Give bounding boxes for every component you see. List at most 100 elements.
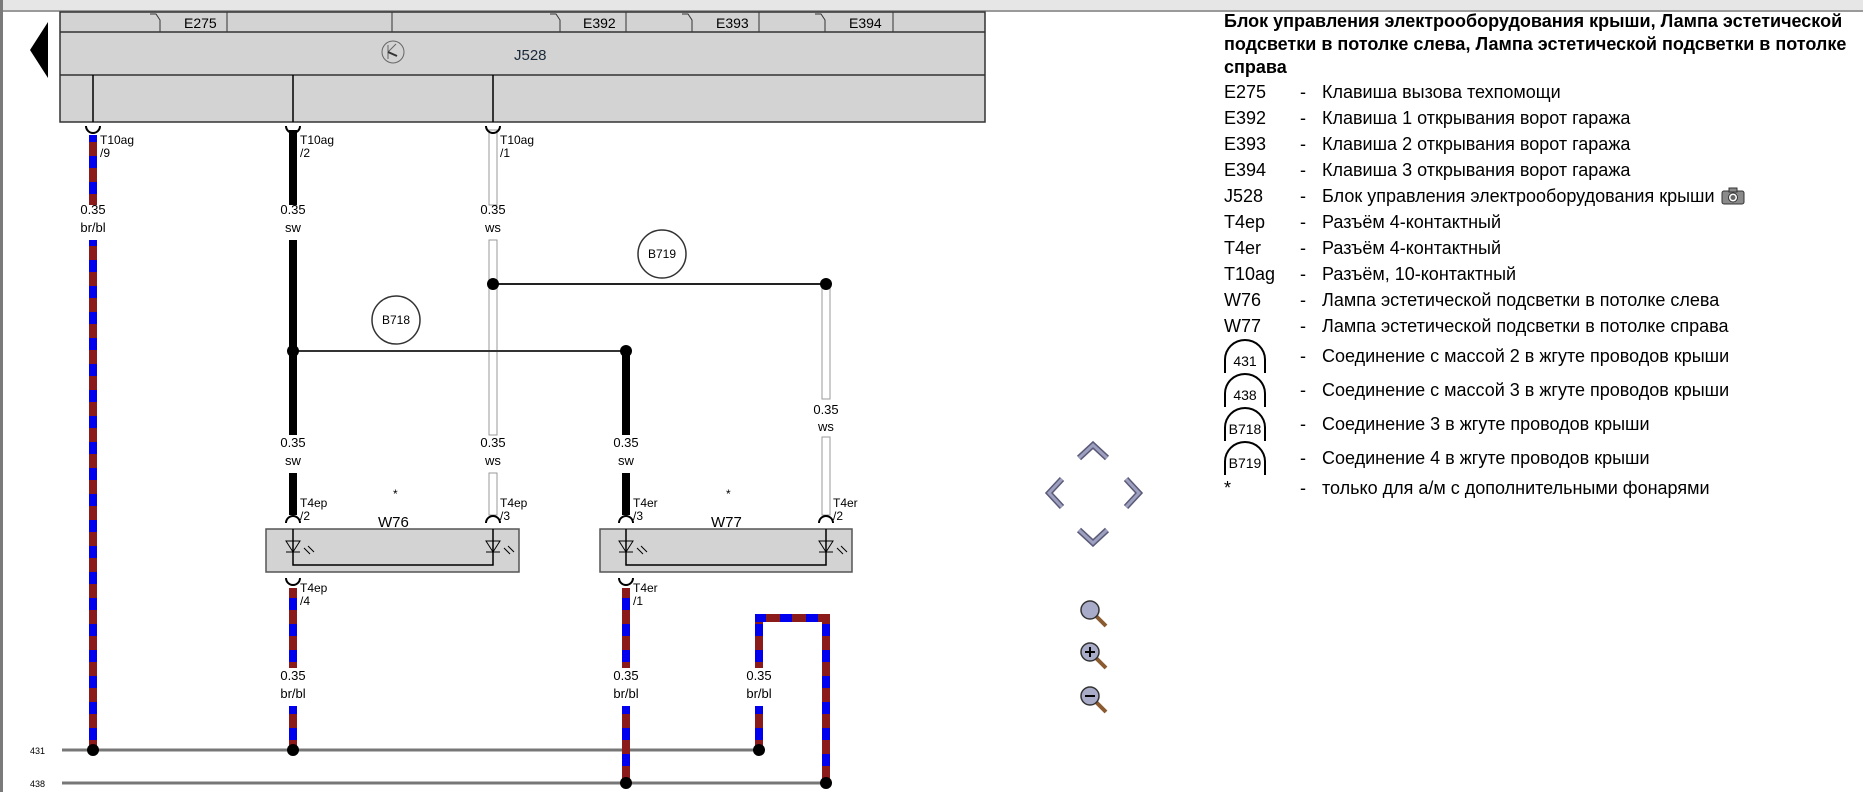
wire-size-label: 0.35	[480, 202, 505, 217]
legend-item: T10ag-Разъём, 10-контактный	[1224, 263, 1517, 284]
wire-ws-3b[interactable]	[488, 239, 498, 436]
wire-color-label: br/bl	[280, 686, 305, 701]
connector-pin: /2	[833, 509, 843, 523]
legend-title: Блок управления электрооборудования крыш…	[1224, 11, 1847, 77]
wire-brbl-loop-c[interactable]	[822, 614, 830, 783]
legend-item: E392-Клавиша 1 открывания ворот гаража	[1224, 107, 1631, 128]
component-label-e394: E394	[849, 15, 882, 31]
wire-size-label: 0.35	[813, 402, 838, 417]
wire-brbl-w76b[interactable]	[289, 706, 297, 750]
wire-sw-2b[interactable]	[289, 240, 297, 435]
top-toolbar	[0, 0, 1863, 12]
legend-item: E394-Клавиша 3 открывания ворот гаража	[1224, 159, 1631, 180]
legend-footnote: *-только для а/м с дополнительными фонар…	[1224, 477, 1710, 498]
ground-label-438: 438	[30, 779, 45, 789]
control-unit-block	[59, 11, 986, 123]
camera-icon[interactable]	[1721, 187, 1745, 205]
wire-sw-4b[interactable]	[622, 473, 630, 515]
lamp-label-w77: W77	[711, 514, 742, 531]
connector-label: T4ep	[300, 496, 328, 510]
wire-size-label: 0.35	[280, 668, 305, 683]
component-label-e393: E393	[716, 15, 749, 31]
wire-color-label: br/bl	[613, 686, 638, 701]
previous-page-arrow-icon[interactable]	[30, 22, 48, 78]
lamp-note-w76: *	[393, 487, 398, 501]
wire-sw-4a[interactable]	[622, 351, 630, 435]
control-unit-label: J528	[514, 47, 547, 64]
wire-brbl-loop-top[interactable]	[755, 614, 830, 622]
wire-size-label: 0.35	[746, 668, 771, 683]
legend-circle-item: 438-Соединение с массой 3 в жгуте провод…	[1224, 373, 1854, 407]
legend-item: T4ep-Разъём 4-контактный	[1224, 211, 1502, 232]
connector-label: T10ag	[100, 133, 134, 147]
legend-panel: Блок управления электрооборудования крыш…	[1224, 10, 1854, 501]
legend-circle-item: 431-Соединение с массой 2 в жгуте провод…	[1224, 339, 1854, 373]
wire-brbl-loop-a[interactable]	[755, 616, 763, 668]
lamp-w76[interactable]	[265, 528, 520, 573]
connector-label: T4ep	[500, 496, 528, 510]
legend-circle-item: B719-Соединение 4 в жгуте проводов крыши	[1224, 441, 1854, 475]
legend-circle-item: B718-Соединение 3 в жгуте проводов крыши	[1224, 407, 1854, 441]
pan-right-icon[interactable]	[1122, 476, 1144, 510]
svg-text:B719: B719	[648, 247, 676, 261]
wire-size-label: 0.35	[80, 202, 105, 217]
wire-ws-5b[interactable]	[821, 436, 831, 516]
zoom-fit-icon[interactable]	[1078, 598, 1110, 630]
wire-sw-2a[interactable]	[289, 130, 297, 205]
wire-ws-5a[interactable]	[821, 283, 831, 400]
left-border	[0, 0, 3, 792]
wires	[62, 129, 831, 785]
zoom-in-icon[interactable]	[1078, 640, 1110, 672]
wire-color-label: sw	[285, 453, 302, 468]
wire-size-label: 0.35	[613, 668, 638, 683]
component-label-e392: E392	[583, 15, 616, 31]
component-label-e275: E275	[184, 15, 217, 31]
connector-pin: /2	[300, 509, 310, 523]
connector-pin: /3	[500, 509, 510, 523]
wire-size-label: 0.35	[613, 435, 638, 450]
legend-item: T4er-Разъём 4-контактный	[1224, 237, 1502, 258]
connector-label: T4er	[833, 496, 858, 510]
pan-down-icon[interactable]	[1076, 526, 1110, 548]
connector-icons	[85, 125, 834, 586]
pan-up-icon[interactable]	[1076, 440, 1110, 462]
zoom-out-icon[interactable]	[1078, 684, 1110, 716]
lamp-label-w76: W76	[378, 514, 409, 531]
connector-pin: /2	[300, 146, 310, 160]
wire-color-label: ws	[817, 419, 834, 434]
connector-pin: /9	[100, 146, 110, 160]
wire-color-label: br/bl	[746, 686, 771, 701]
connector-label: T10ag	[500, 133, 534, 147]
splice-b718[interactable]: B718	[371, 295, 421, 345]
wire-color-label: ws	[484, 453, 501, 468]
splice-b719[interactable]: B719	[637, 229, 687, 279]
wire-ws-3c[interactable]	[488, 472, 498, 516]
connector-label: T4er	[633, 496, 658, 510]
connector-pin: /3	[633, 509, 643, 523]
pan-left-icon[interactable]	[1044, 476, 1066, 510]
connector-label: T10ag	[300, 133, 334, 147]
legend-item: E275-Клавиша вызова техпомощи	[1224, 81, 1561, 102]
wire-brbl-1a[interactable]	[89, 135, 97, 205]
wire-brbl-1b[interactable]	[89, 240, 97, 750]
wire-color-label: sw	[618, 453, 635, 468]
wire-brbl-w76[interactable]	[289, 588, 297, 668]
legend-item: J528-Блок управления электрооборудования…	[1224, 183, 1854, 209]
lamp-note-w77: *	[726, 487, 731, 501]
junction-dots	[87, 278, 832, 789]
wire-size-label: 0.35	[280, 435, 305, 450]
wire-color-label: ws	[484, 220, 501, 235]
wire-color-label: sw	[285, 220, 302, 235]
wire-ws-3a[interactable]	[488, 129, 498, 206]
wiring-diagram: E275 E392 E393 E394 J528	[30, 11, 986, 789]
wire-size-label: 0.35	[280, 202, 305, 217]
wire-brbl-w77[interactable]	[622, 588, 630, 668]
legend-item: W77-Лампа эстетической подсветки в потол…	[1224, 315, 1729, 336]
wire-sw-2c[interactable]	[289, 473, 297, 515]
wire-color-label: br/bl	[80, 220, 105, 235]
connector-pin: /1	[500, 146, 510, 160]
wire-brbl-loop-b[interactable]	[755, 706, 763, 750]
transistor-icon	[381, 40, 405, 64]
connector-label: T4ep	[300, 581, 328, 595]
lamp-w77[interactable]	[599, 528, 853, 573]
